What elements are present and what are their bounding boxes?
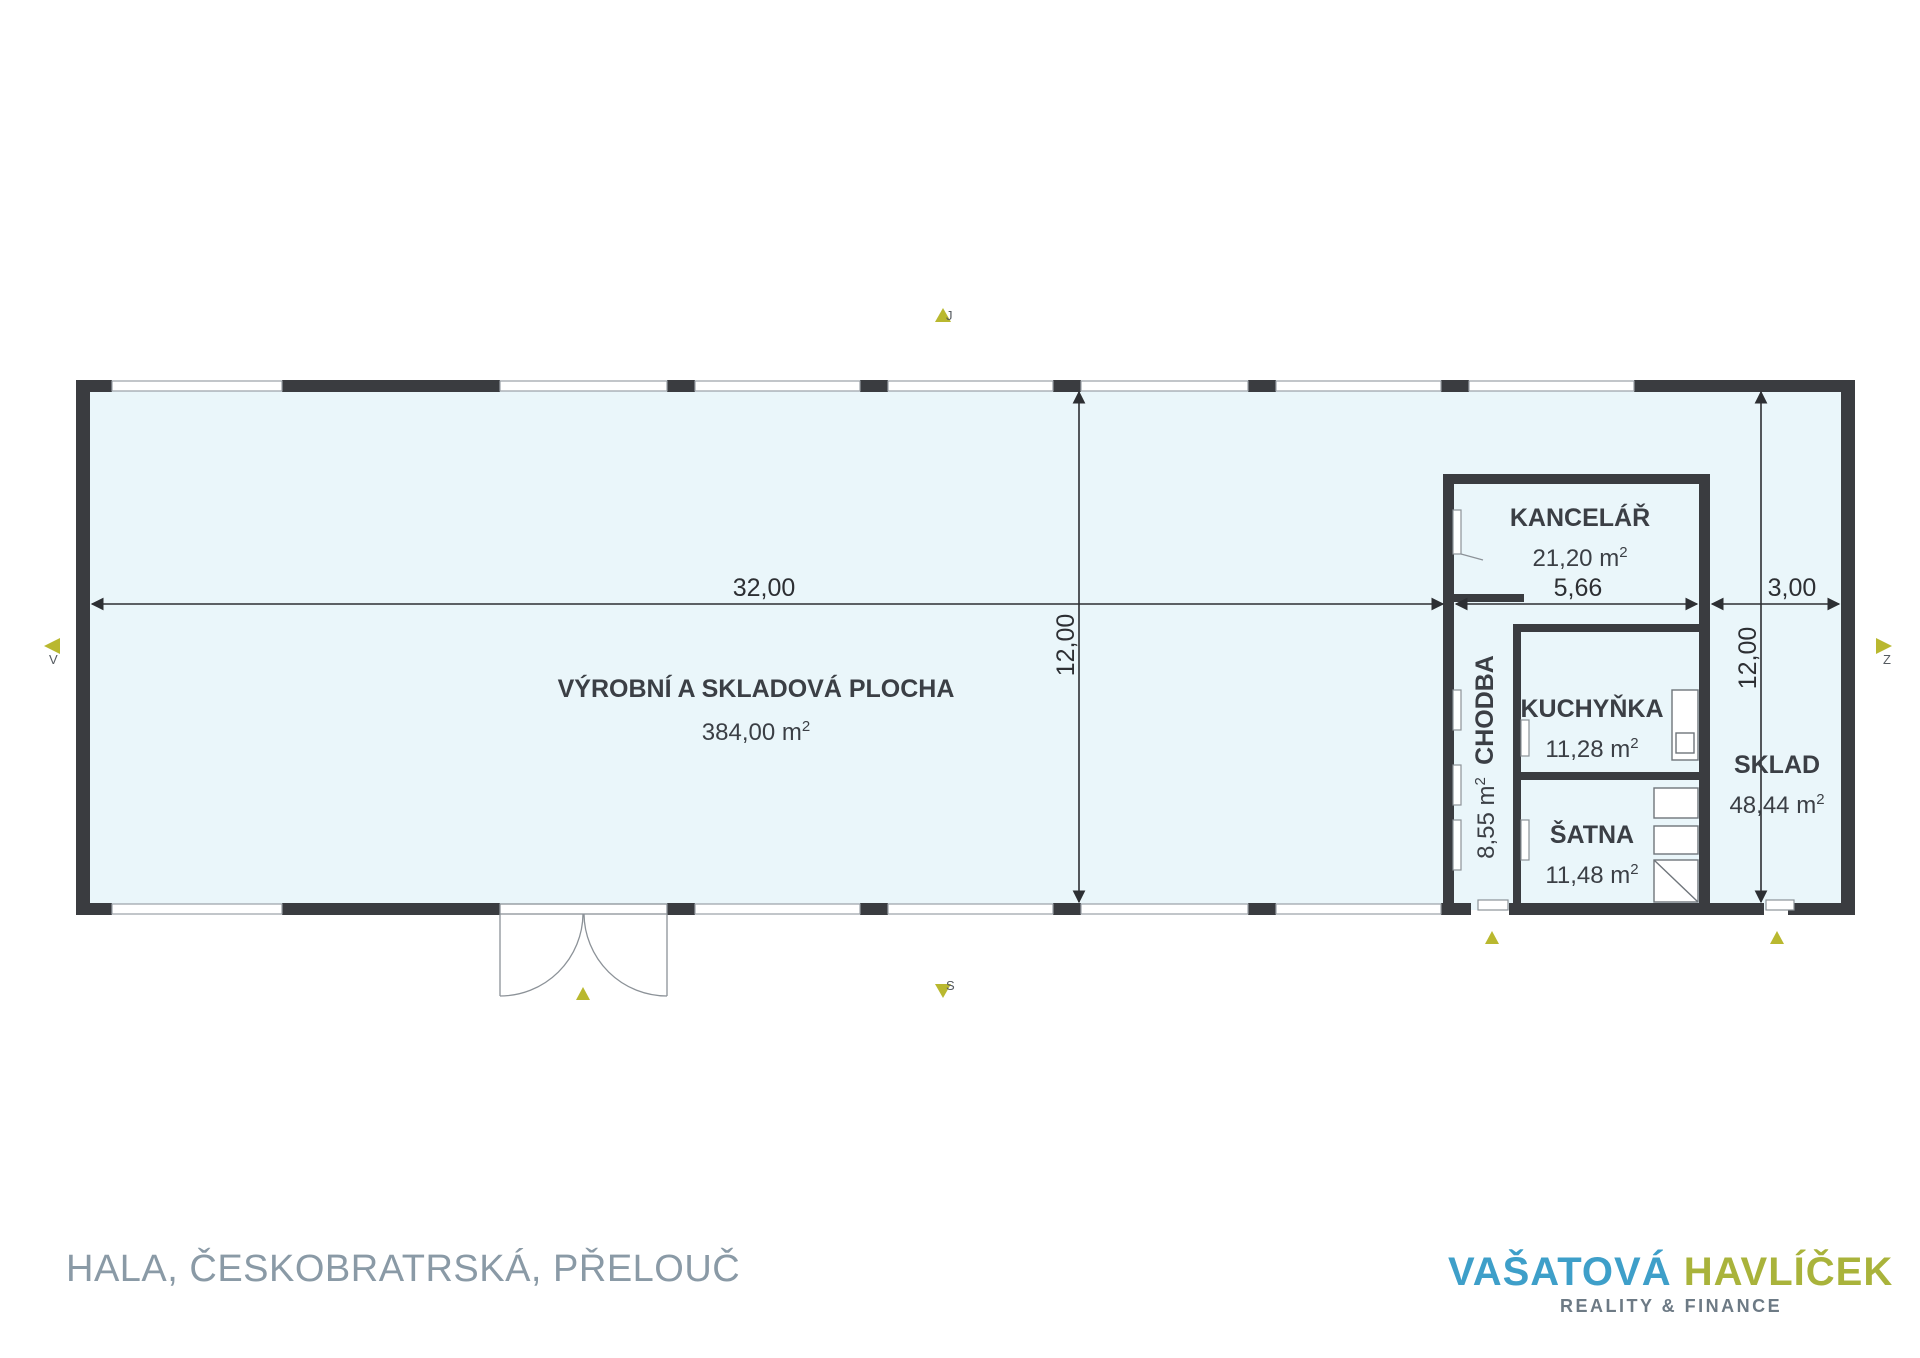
room-area-office: 21,20 m2 <box>1532 544 1627 572</box>
room-area-hall: 384,00 m2 <box>702 718 810 746</box>
room-area-storage: 48,44 m2 <box>1729 791 1824 819</box>
side-entrance-marker-icon <box>1485 931 1499 944</box>
west-label: V <box>49 652 58 667</box>
windows <box>111 380 1635 915</box>
east-marker-icon <box>1876 638 1892 654</box>
dimension-lines <box>90 390 1841 904</box>
sink-icon <box>1675 732 1695 754</box>
room-area-corridor: 8,55 m2 <box>1472 777 1500 859</box>
west-marker-icon <box>44 638 60 654</box>
room-name-office: KANCELÁŘ <box>1510 502 1650 532</box>
washbasin-icon <box>1653 825 1699 855</box>
storage-entrance-marker-icon <box>1770 931 1784 944</box>
south-marker-icon <box>935 984 951 998</box>
dim-office-width: 5,66 <box>1554 574 1603 602</box>
company-logo: VAŠATOVÁ HAVLÍČEK REALITY & FINANCE <box>1448 1250 1892 1322</box>
main-gate <box>499 903 668 997</box>
room-area-wardrobe: 11,48 m2 <box>1545 861 1638 889</box>
room-name-hall: VÝROBNÍ A SKLADOVÁ PLOCHA <box>558 673 955 703</box>
north-marker-icon <box>935 308 951 322</box>
room-name-storage: SKLAD <box>1734 751 1820 779</box>
logo-subtitle: REALITY & FINANCE <box>1560 1296 1783 1316</box>
fixtures <box>1653 689 1699 903</box>
interior-doors <box>1452 509 1795 911</box>
compass-markers <box>44 308 1892 1000</box>
south-label: S <box>946 978 955 993</box>
dim-width-main: 12,00 <box>1052 614 1080 677</box>
property-title: HALA, ČESKOBRATRSKÁ, PŘELOUČ <box>66 1248 741 1290</box>
logo-brand-part1: VAŠATOVÁ <box>1448 1250 1672 1294</box>
logo-brand-part2: HAVLÍČEK <box>1683 1250 1894 1294</box>
north-label: J <box>946 308 953 323</box>
outer-walls <box>76 380 1855 915</box>
room-name-wardrobe: ŠATNA <box>1550 819 1634 849</box>
room-name-corridor: CHODBA <box>1471 655 1499 765</box>
dim-storage-width: 3,00 <box>1768 574 1817 602</box>
entrance-marker-icon <box>576 987 590 1000</box>
toilet-icon <box>1653 787 1699 819</box>
east-label: Z <box>1883 652 1891 667</box>
room-name-kitchen: KUCHYŇKA <box>1520 693 1663 723</box>
room-area-kitchen: 11,28 m2 <box>1545 735 1638 763</box>
dim-length-main: 32,00 <box>733 574 796 602</box>
dim-storage-depth: 12,00 <box>1734 627 1762 690</box>
